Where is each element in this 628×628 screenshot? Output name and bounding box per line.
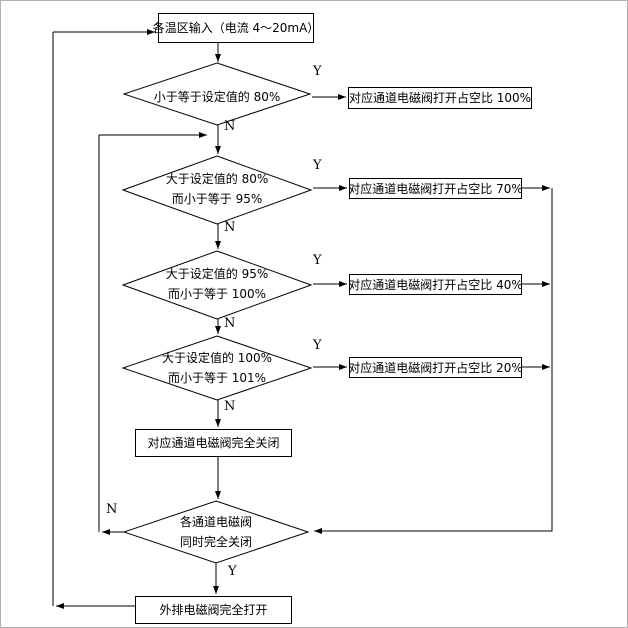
decision-3-yes-label: Y <box>313 253 322 268</box>
decision-4-yes-label: Y <box>313 338 322 353</box>
decision-4-no-label: N <box>224 399 236 414</box>
loopback-line-to-d2 <box>98 132 207 532</box>
decision-2-yes-label: Y <box>313 158 322 173</box>
decision-2-line1: 大于设定值的 80% <box>165 172 269 186</box>
decision-5-line1: 各通道电磁阀 <box>179 515 252 529</box>
decision-5-label: 各通道电磁阀 同时完全关闭 <box>124 512 308 552</box>
decision-5-no-label: N <box>106 502 118 517</box>
decision-3-label: 大于设定值的 95% 而小于等于 100% <box>123 264 311 304</box>
decision-2-label: 大于设定值的 80% 而小于等于 95% <box>123 169 311 209</box>
decision-3-no-label: N <box>224 316 236 331</box>
decision-1-line1: 小于等于设定值的 80% <box>153 90 281 104</box>
decision-2-line2: 而小于等于 95% <box>171 192 263 206</box>
decision-3-line1: 大于设定值的 95% <box>165 267 269 281</box>
process-box-close-all-valves: 对应通道电磁阀完全关闭 <box>135 429 292 457</box>
decision-4-line2: 而小于等于 101% <box>167 371 267 385</box>
decision-3-line2: 而小于等于 100% <box>167 287 267 301</box>
decision-1-yes-label: Y <box>313 64 322 79</box>
decision-1-label: 小于等于设定值的 80% <box>124 87 310 107</box>
output-box-duty-100: 对应通道电磁阀打开占空比 100% <box>348 87 532 109</box>
decision-5-line2: 同时完全关闭 <box>179 535 252 549</box>
decision-4-label: 大于设定值的 100% 而小于等于 101% <box>123 348 311 388</box>
output-box-duty-70: 对应通道电磁阀打开占空比 70% <box>348 178 523 199</box>
decision-2-diamond <box>121 155 313 225</box>
output-box-duty-20: 对应通道电磁阀打开占空比 20% <box>348 357 523 378</box>
decision-5-yes-label: Y <box>228 564 237 579</box>
input-process-box: 各温区输入（电流 4～20mA） <box>153 13 319 43</box>
decision-2-no-label: N <box>224 220 236 235</box>
decision-4-diamond <box>121 335 313 401</box>
decision-1-diamond <box>122 62 312 126</box>
collector-line-to-d5 <box>314 188 553 534</box>
decision-4-line1: 大于设定值的 100% <box>161 351 273 365</box>
decision-1-no-label: N <box>224 119 236 134</box>
output-box-duty-40: 对应通道电磁阀打开占空比 40% <box>348 274 523 295</box>
decision-3-diamond <box>121 250 313 320</box>
process-box-exhaust-valve-open: 外排电磁阀完全打开 <box>135 596 292 624</box>
